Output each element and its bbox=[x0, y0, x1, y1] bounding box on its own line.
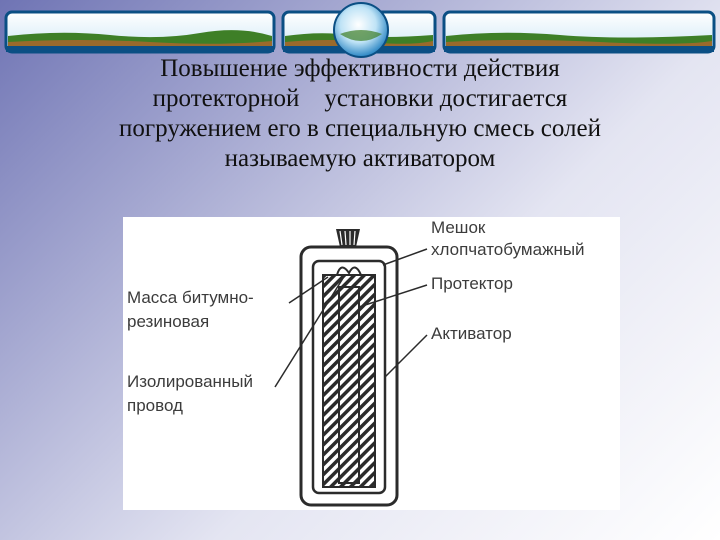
label-protector: Протектор bbox=[431, 274, 513, 293]
protector-diagram: Мешок хлопчатобумажный Протектор Активат… bbox=[123, 217, 620, 510]
top-banner bbox=[0, 0, 720, 66]
label-activator: Активатор bbox=[431, 324, 512, 343]
leader-line-protector bbox=[358, 284, 428, 308]
slide-text-line: называемую активатором bbox=[224, 145, 496, 172]
protector-core bbox=[338, 286, 360, 484]
label-wire-line1: Изолированный bbox=[127, 372, 253, 391]
label-bag-line2: хлопчатобумажный bbox=[431, 240, 585, 259]
label-mass-line2: резиновая bbox=[127, 312, 209, 331]
leader-line-mass bbox=[288, 276, 329, 304]
slide-text-line: погружением его в специальную смесь соле… bbox=[119, 115, 601, 142]
protector-diagram-drawing: Мешок хлопчатобумажный Протектор Активат… bbox=[127, 218, 585, 507]
slide-text-line: Повышение эффективности действия bbox=[160, 55, 560, 82]
label-mass-line1: Масса битумно- bbox=[127, 288, 254, 307]
banner-panel-right bbox=[442, 10, 716, 54]
label-wire-line2: провод bbox=[127, 396, 183, 415]
leader-line-bag bbox=[382, 248, 428, 266]
slide-text-line: протекторной установки достигается bbox=[152, 85, 568, 112]
leader-line-activator bbox=[384, 334, 428, 378]
globe-icon bbox=[333, 2, 389, 58]
label-bag-line1: Мешок bbox=[431, 218, 486, 237]
leader-line-wire bbox=[274, 274, 346, 388]
insulated-wire bbox=[336, 266, 362, 276]
landscape-banner-graphic bbox=[4, 2, 716, 58]
slide-text: Повышение эффективности действия протект… bbox=[20, 54, 700, 174]
banner-panel-left bbox=[4, 10, 276, 54]
bag-tie-knot bbox=[336, 229, 360, 247]
